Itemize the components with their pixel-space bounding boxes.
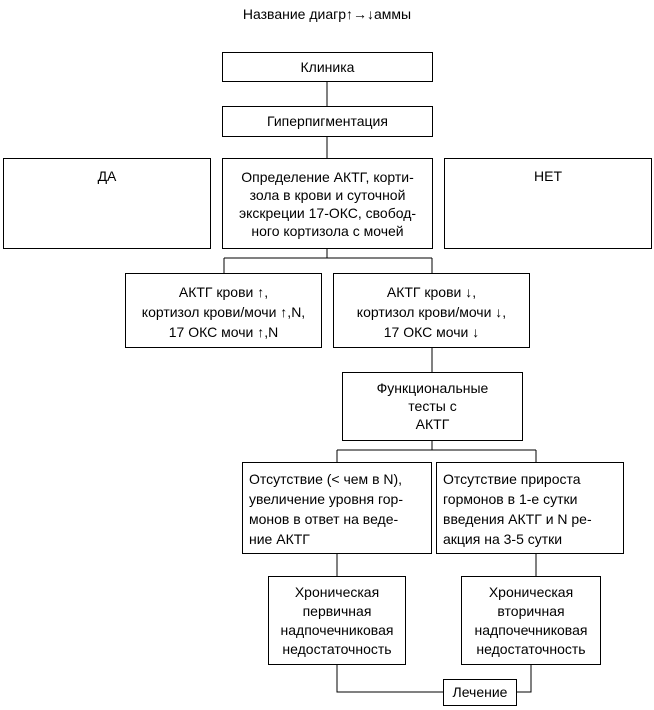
- determination-line-3: экскреции 17-ОКС, свобод-: [238, 205, 417, 221]
- primary-insufficiency-line-4: недостаточность: [282, 641, 392, 657]
- node-no: НЕТ: [444, 158, 652, 249]
- acth-low-line-3: 17 ОКС мочи ↓: [383, 324, 480, 340]
- connector-secondary-treatment: [516, 664, 532, 693]
- functional-tests-line-2: тесты с: [408, 398, 457, 414]
- acth-high-line-1: АКТГ крови ↑,: [178, 284, 269, 300]
- node-acth-low: АКТГ крови ↓, кортизол крови/мочи ↓, 17 …: [333, 273, 530, 348]
- connector-primary-treatment: [336, 664, 444, 693]
- node-absence-growth: Отсутствие прироста гормонов в 1-е сутки…: [436, 462, 624, 554]
- determination-line-4: ного кортизола с мочей: [251, 223, 404, 239]
- primary-insufficiency-line-2: первичная: [302, 603, 372, 619]
- node-clinic: Клиника: [222, 52, 433, 82]
- absence-response-line-1: Отсутствие (< чем в N),: [249, 471, 403, 487]
- acth-high-line-2: кортизол крови/мочи ↑,N,: [141, 304, 306, 320]
- determination-line-2: зола в крови и суточной: [249, 187, 406, 203]
- absence-response-line-3: монов в ответ на веде-: [249, 511, 399, 527]
- primary-insufficiency-line-3: надпочечниковая: [280, 622, 394, 638]
- node-treatment: Лечение: [443, 679, 517, 706]
- node-primary-insufficiency: Хроническая первичная надпочечниковая не…: [268, 576, 406, 665]
- functional-tests-line-1: Функциональные: [376, 380, 489, 396]
- secondary-insufficiency-line-3: надпочечниковая: [474, 622, 588, 638]
- node-functional-tests: Функциональные тесты с АКТГ: [342, 372, 523, 441]
- node-secondary-insufficiency: Хроническая вторичная надпочечниковая не…: [461, 576, 601, 665]
- acth-low-line-2: кортизол крови/мочи ↓,: [356, 304, 507, 320]
- node-yes: ДА: [3, 158, 211, 249]
- node-absence-response: Отсутствие (< чем в N), увеличение уровн…: [242, 462, 432, 554]
- absence-response-line-2: увеличение уровня гор-: [249, 491, 403, 507]
- secondary-insufficiency-line-2: вторичная: [497, 603, 565, 619]
- absence-growth-line-1: Отсутствие прироста: [443, 471, 581, 487]
- node-hyperpigmentation: Гиперпигментация: [222, 106, 433, 137]
- primary-insufficiency-line-1: Хроническая: [294, 584, 380, 600]
- functional-tests-line-3: АКТГ: [415, 416, 450, 432]
- secondary-insufficiency-line-1: Хроническая: [488, 584, 574, 600]
- absence-response-line-4: ние АКТГ: [249, 531, 310, 547]
- absence-growth-line-4: акция на 3-5 сутки: [443, 531, 563, 547]
- absence-growth-line-2: гормонов в 1-е сутки: [443, 491, 578, 507]
- diagram-title: Название диагр↑→↓аммы: [242, 6, 412, 22]
- secondary-insufficiency-line-4: недостаточность: [476, 641, 586, 657]
- absence-growth-line-3: введения АКТГ и N ре-: [443, 511, 592, 527]
- acth-low-line-1: АКТГ крови ↓,: [386, 284, 477, 300]
- acth-high-line-3: 17 ОКС мочи ↑,N: [168, 324, 279, 340]
- node-acth-high: АКТГ крови ↑, кортизол крови/мочи ↑,N, 1…: [125, 273, 322, 348]
- determination-line-1: Определение АКТГ, корти-: [241, 169, 414, 185]
- node-determination: Определение АКТГ, корти- зола в крови и …: [222, 158, 433, 249]
